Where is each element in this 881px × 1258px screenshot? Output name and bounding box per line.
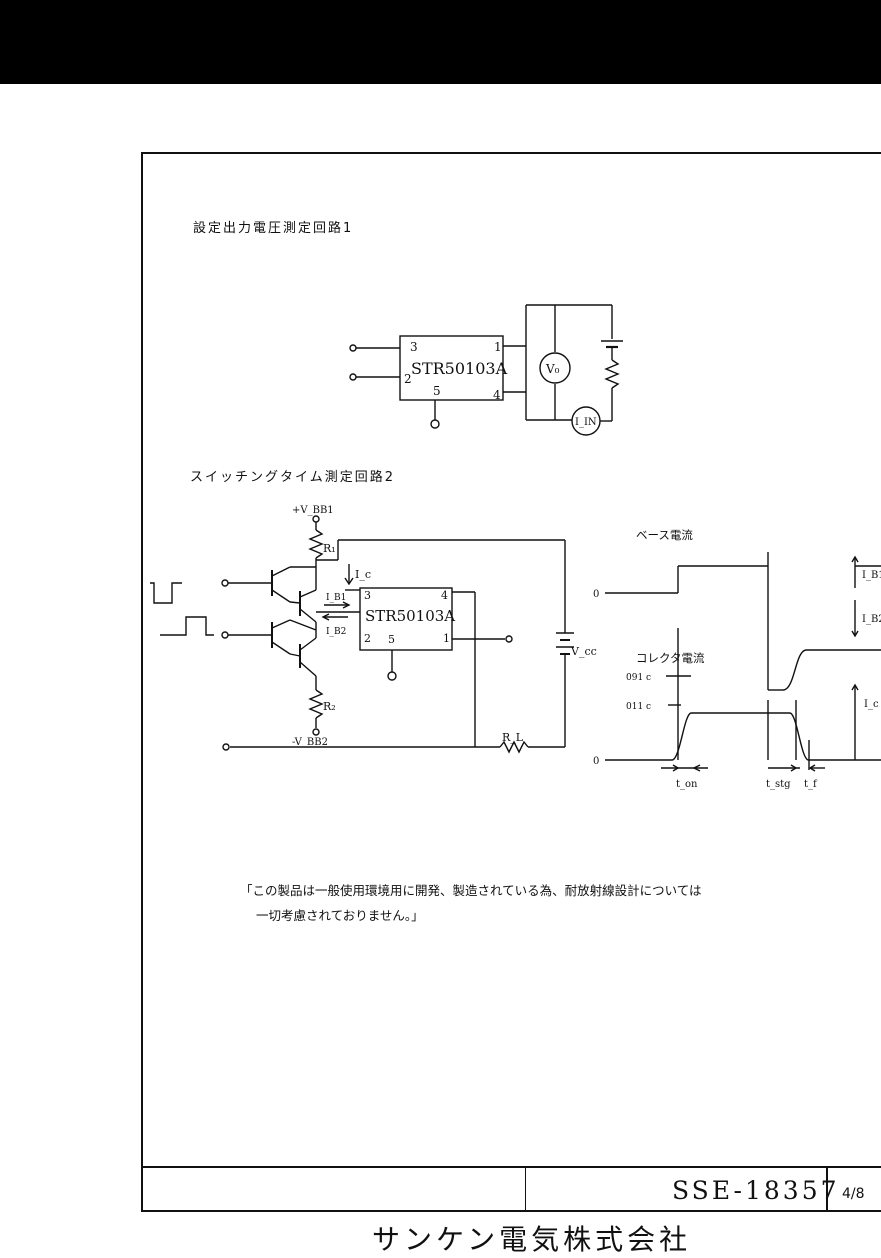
vcc-label: V_cc: [570, 645, 597, 658]
collector-current-title: コレクタ電流: [636, 651, 705, 665]
base-current-recovery: [782, 649, 881, 691]
level-10-label: 011 c: [626, 702, 651, 712]
section1-title: 設定出力電圧測定回路1: [193, 221, 354, 236]
ic2-part-label: STR50103A: [365, 607, 455, 625]
wave-ib2-label: I_B2: [862, 614, 881, 625]
ic1-part-label: STR50103A: [411, 359, 508, 378]
wave-ic-label: I_c: [864, 699, 879, 710]
input-pulse-2: [160, 616, 214, 636]
waveform-diagram: ベース電流 コレクタ電流 0 0 091 c 011 c I_B1 I_B2 I…: [593, 528, 881, 790]
collector-zero-label: 0: [593, 756, 599, 767]
rl-label: R_L: [502, 731, 524, 744]
resistor-r2: [308, 689, 324, 719]
footer-divider-1: [525, 1166, 526, 1212]
top-black-band: [0, 0, 881, 84]
ic1-pin2-label: 2: [404, 372, 412, 386]
base-zero-label: 0: [593, 589, 599, 600]
tstg-label: t_stg: [766, 779, 791, 790]
tf-label: t_f: [804, 779, 818, 790]
ic-box-2: [359, 587, 453, 651]
ic2-pin2-label: 2: [364, 632, 371, 645]
ib2-label: I_B2: [326, 627, 346, 637]
ic2-pin4-label: 4: [441, 589, 448, 602]
input-terminal-2: [349, 373, 357, 381]
ic1-pin4-label: 4: [493, 388, 501, 402]
base-current-title: ベース電流: [636, 528, 693, 542]
footer-divider-2: [826, 1166, 828, 1212]
input-terminal-1: [349, 344, 357, 352]
circuit2-diagram: +V_BB1 -V_BB2 R₁ R₂ R_L V_cc I_c I_B1 I_…: [150, 505, 597, 754]
notice-line-2: 一切考慮されておりません。」: [256, 908, 424, 923]
document-number: SSE-18357: [672, 1176, 840, 1205]
pin5-terminal: [430, 419, 440, 429]
resistor-r1: [308, 529, 324, 559]
ic1-pin5-label: 5: [433, 384, 441, 398]
frame-border-bottom: [141, 1210, 881, 1212]
frame-border-top: [141, 152, 881, 154]
ic2-pin3-label: 3: [364, 589, 371, 602]
vbb1-label: +V_BB1: [292, 505, 334, 516]
ic2-pin5-label: 5: [388, 633, 395, 646]
resistor-load-1: [604, 359, 620, 389]
footer-separator: [141, 1166, 881, 1168]
collector-current-curve: [671, 712, 881, 761]
ic-current-label: I_c: [355, 568, 371, 581]
frame-border-left: [141, 152, 143, 1212]
resistor-rl: [499, 740, 529, 754]
wave-ib1-label: I_B1: [862, 570, 881, 581]
vbb2-label: -V_BB2: [292, 737, 328, 748]
voltmeter-vo: [539, 352, 571, 384]
meter-iin-label: I_IN: [575, 417, 597, 428]
notice-line-1: 「この製品は一般使用環境用に開発、製造されている為、耐放射線設計については: [240, 883, 702, 898]
page-number: 4/8: [842, 1186, 865, 1202]
ic2-pin1-label: 1: [443, 632, 450, 645]
r2-label: R₂: [323, 700, 336, 713]
meter-vo-label: V₀: [545, 362, 560, 376]
r1-label: R₁: [323, 542, 336, 555]
circuit1-diagram: 3 2 5 1 4 STR50103A V₀ I_IN: [349, 304, 623, 436]
ic1-pin3-label: 3: [410, 340, 418, 354]
input-pulse-1: [150, 582, 182, 604]
ic-box-1: [399, 335, 504, 401]
ton-label: t_on: [676, 779, 698, 790]
ib1-label: I_B1: [326, 593, 346, 603]
ic1-pin1-label: 1: [494, 340, 502, 354]
level-90-label: 091 c: [626, 673, 651, 683]
section2-title: スイッチングタイム測定回路2: [190, 470, 396, 485]
